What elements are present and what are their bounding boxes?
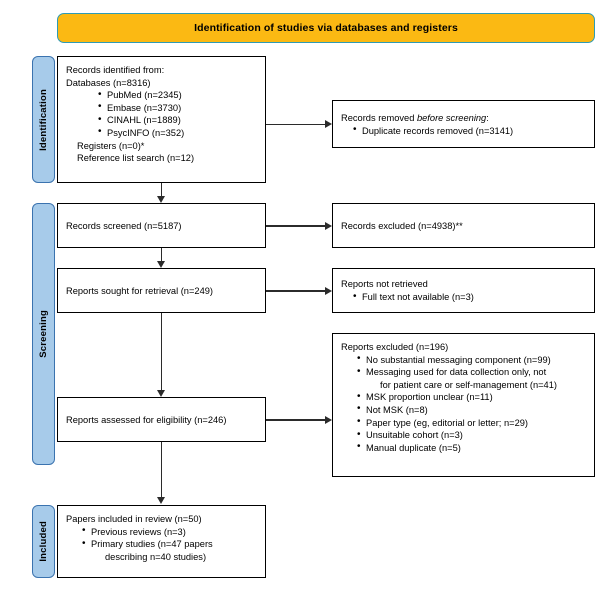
list-item: Unsuitable cohort (n=3) bbox=[355, 429, 586, 442]
list-item: Paper type (eg, editorial or letter; n=2… bbox=[355, 416, 586, 430]
arrowhead-identified-to-screened bbox=[157, 196, 166, 203]
records-excluded-title: Records excluded (n=4938)** bbox=[341, 220, 463, 231]
arrowhead-assessed-to-included bbox=[157, 497, 166, 504]
box-papers-included: Papers included in review (n=50) Previou… bbox=[57, 505, 266, 578]
stage-label-included-text: Included bbox=[38, 521, 49, 562]
connector-assessed-to-included bbox=[160, 442, 163, 498]
records-removed-title-a: Records removed bbox=[341, 112, 417, 123]
list-item-continuation: describing n=40 studies) bbox=[105, 551, 207, 562]
section-banner-identification: Identification of studies via databases … bbox=[57, 13, 595, 43]
arrowhead-assessed-to-excluded bbox=[325, 415, 332, 424]
list-item: Embase (n=3730) bbox=[96, 101, 257, 115]
records-identified-line4: Reference list search (n=12) bbox=[77, 153, 195, 164]
stage-label-screening: Screening bbox=[32, 203, 55, 465]
box-records-identified: Records identified from: Databases (n=83… bbox=[57, 56, 266, 183]
reports-excluded-list: No substantial messaging component (n=99… bbox=[355, 353, 586, 455]
list-item-continuation: for patient care or self-management (n=4… bbox=[380, 379, 557, 390]
list-item: Previous reviews (n=3) bbox=[80, 525, 257, 539]
stage-label-identification-text: Identification bbox=[38, 88, 49, 151]
box-reports-not-retrieved: Reports not retrieved Full text not avai… bbox=[332, 268, 595, 313]
list-item: Not MSK (n=8) bbox=[355, 403, 586, 417]
list-item: Manual duplicate (n=5) bbox=[355, 441, 586, 455]
records-removed-title-italic: before screening bbox=[416, 112, 487, 123]
list-item-text: Previous reviews (n=3) bbox=[91, 526, 186, 537]
box-records-screened: Records screened (n=5187) bbox=[57, 203, 266, 248]
records-screened-title: Records screened (n=5187) bbox=[66, 220, 182, 231]
connector-assessed-to-excluded bbox=[266, 419, 325, 421]
list-item: PsycINFO (n=352) bbox=[96, 126, 257, 140]
list-item-text: Manual duplicate (n=5) bbox=[366, 442, 461, 453]
records-identified-line1: Records identified from: bbox=[66, 65, 165, 75]
reports-not-retrieved-title: Reports not retrieved bbox=[341, 279, 428, 290]
connector-sought-to-not-retrieved bbox=[266, 290, 325, 292]
list-item-text: Unsuitable cohort (n=3) bbox=[366, 430, 463, 441]
box-reports-sought: Reports sought for retrieval (n=249) bbox=[57, 268, 266, 313]
list-item: PubMed (n=2345) bbox=[96, 89, 257, 102]
list-item: Duplicate records removed (n=3141) bbox=[351, 124, 586, 138]
list-item-text: Messaging used for data collection only,… bbox=[366, 367, 547, 378]
stage-label-screening-text: Screening bbox=[38, 310, 49, 358]
list-item-text: Primary studies (n=47 papers bbox=[91, 539, 213, 550]
box-reports-assessed: Reports assessed for eligibility (n=246) bbox=[57, 397, 266, 442]
papers-included-title: Papers included in review (n=50) bbox=[66, 514, 202, 524]
connector-sought-to-assessed bbox=[160, 313, 163, 391]
list-item: MSK proportion unclear (n=11) bbox=[355, 391, 586, 404]
stage-label-identification: Identification bbox=[32, 56, 55, 183]
box-reports-excluded: Reports excluded (n=196) No substantial … bbox=[332, 333, 595, 477]
arrowhead-screened-to-sought bbox=[157, 261, 166, 268]
papers-included-list: Previous reviews (n=3) Primary studies (… bbox=[80, 525, 257, 564]
list-item: Messaging used for data collection only,… bbox=[355, 366, 586, 391]
box-records-removed: Records removed before screening: Duplic… bbox=[332, 100, 595, 148]
box-records-excluded: Records excluded (n=4938)** bbox=[332, 203, 595, 248]
connector-screened-to-excluded bbox=[266, 225, 325, 227]
arrowhead-screened-to-excluded bbox=[325, 221, 332, 230]
records-identified-line2: Databases (n=8316) bbox=[66, 77, 151, 88]
reports-assessed-title: Reports assessed for eligibility (n=246) bbox=[66, 414, 227, 425]
stage-label-included: Included bbox=[32, 505, 55, 578]
reports-excluded-title: Reports excluded (n=196) bbox=[341, 342, 449, 352]
arrowhead-identified-to-removed bbox=[325, 119, 332, 128]
records-identified-database-list: PubMed (n=2345) Embase (n=3730) CINAHL (… bbox=[96, 89, 257, 139]
list-item-text: No substantial messaging component (n=99… bbox=[366, 354, 551, 365]
list-item: Full text not available (n=3) bbox=[351, 291, 586, 304]
reports-not-retrieved-list: Full text not available (n=3) bbox=[351, 291, 586, 304]
records-removed-title-b: : bbox=[486, 112, 489, 123]
records-removed-list: Duplicate records removed (n=3141) bbox=[351, 124, 586, 138]
arrowhead-sought-to-not-retrieved bbox=[325, 286, 332, 295]
connector-identified-to-screened bbox=[160, 183, 163, 197]
list-item: No substantial messaging component (n=99… bbox=[355, 353, 586, 367]
records-removed-title: Records removed before screening: bbox=[341, 112, 586, 125]
list-item-text: Not MSK (n=8) bbox=[366, 404, 428, 415]
connector-identified-to-removed bbox=[266, 123, 325, 125]
arrowhead-sought-to-assessed bbox=[157, 390, 166, 397]
list-item: CINAHL (n=1889) bbox=[96, 114, 257, 127]
list-item-text: MSK proportion unclear (n=11) bbox=[366, 392, 493, 403]
list-item-text: Paper type (eg, editorial or letter; n=2… bbox=[366, 417, 529, 428]
records-identified-line3: Registers (n=0)* bbox=[77, 140, 145, 151]
reports-sought-title: Reports sought for retrieval (n=249) bbox=[66, 285, 214, 296]
connector-screened-to-sought bbox=[160, 248, 163, 262]
